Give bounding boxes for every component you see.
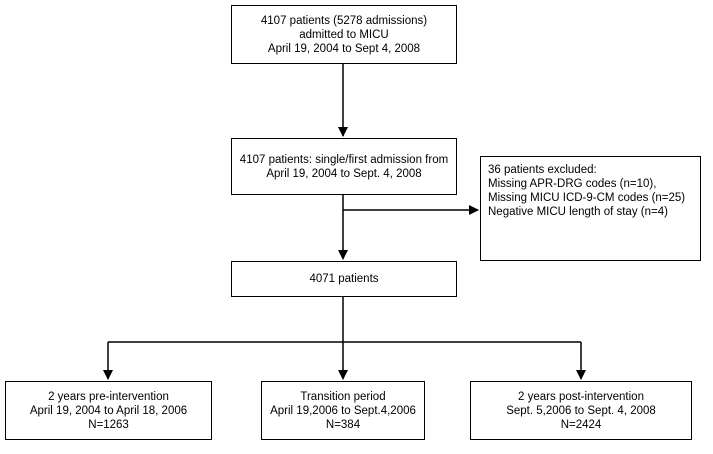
box-line: Transition period [300,390,386,403]
box-line: April 19,2006 to Sept.4,2006 [270,404,416,417]
box-single-first-admission: 4107 patients: single/first admission fr… [231,138,457,195]
box-line: 4107 patients: single/first admission fr… [239,153,449,166]
box-line: Sept. 5,2006 to Sept. 4, 2008 [506,404,656,417]
box-line: Missing MICU ICD-9-CM codes (n=25) [488,192,686,204]
box-admitted-patients: 4107 patients (5278 admissions) admitted… [231,5,457,64]
box-line: 2 years post-intervention [518,390,644,403]
box-transition-period: Transition period April 19,2006 to Sept.… [261,381,425,440]
box-line: admitted to MICU [299,28,389,41]
box-post-intervention: 2 years post-intervention Sept. 5,2006 t… [470,381,692,440]
box-line: N=384 [325,418,361,431]
box-line: Missing APR-DRG codes (n=10), [488,178,657,190]
box-line: April 19, 2004 to Sept 4, 2008 [267,42,421,55]
box-line: 4107 patients (5278 admissions) [260,14,428,27]
box-line: N=1263 [88,418,129,431]
box-line: April 19, 2004 to Sept. 4, 2008 [266,167,422,180]
box-line: N=2424 [560,418,602,431]
box-line: Negative MICU length of stay (n=4) [488,206,668,218]
box-line: 4071 patients [309,273,379,285]
box-line: April 19, 2004 to April 18, 2006 [29,404,188,417]
box-excluded-patients: 36 patients excluded: Missing APR-DRG co… [480,156,701,261]
box-pre-intervention: 2 years pre-intervention April 19, 2004 … [5,381,212,440]
box-total-patients: 4071 patients [231,261,457,297]
box-line: 36 patients excluded: [488,164,597,176]
box-line: 2 years pre-intervention [48,390,169,403]
